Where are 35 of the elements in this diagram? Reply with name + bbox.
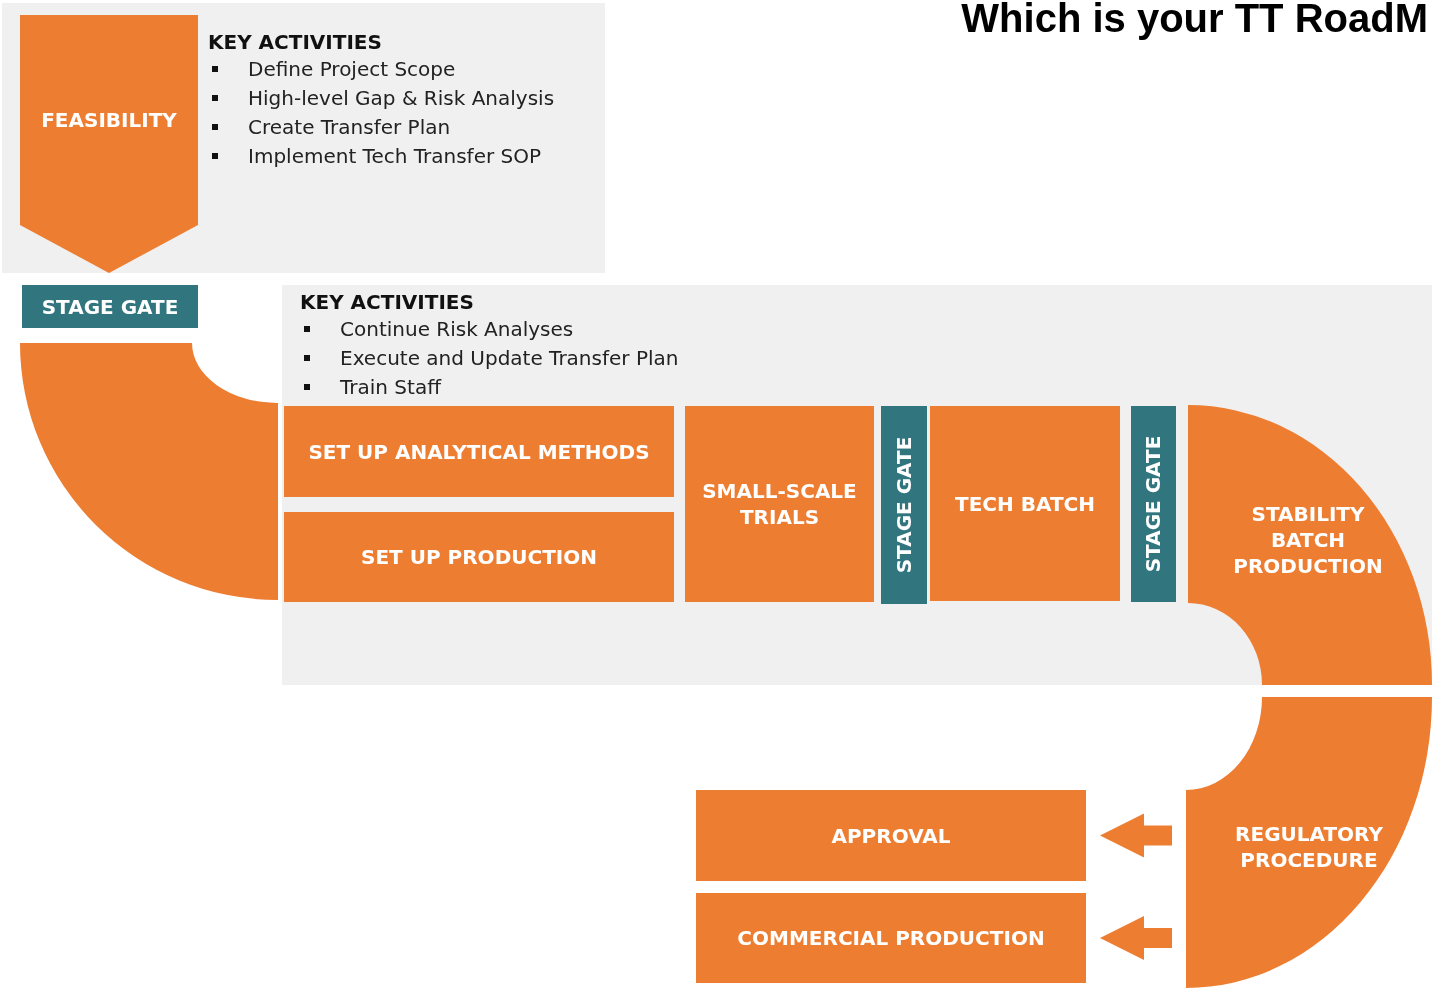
shape-label: REGULATORY PROCEDURE xyxy=(1234,821,1384,873)
panel-heading: KEY ACTIVITIES xyxy=(208,30,382,54)
box-label: STAGE GATE xyxy=(891,436,917,574)
stage-gate-box xyxy=(1131,406,1176,602)
box-label: TECH BATCH xyxy=(954,490,1096,517)
box-label: STAGE GATE xyxy=(40,293,180,320)
process-box xyxy=(696,790,1086,881)
box-label: STAGE GATE xyxy=(1140,435,1167,573)
box-label: COMMERCIAL PRODUCTION xyxy=(736,925,1046,951)
process-box xyxy=(696,893,1086,983)
block-arrow xyxy=(1100,916,1172,960)
process-box xyxy=(284,406,674,497)
box-label: SET UP PRODUCTION xyxy=(360,544,598,570)
activity-item: Create Transfer Plan xyxy=(248,115,451,139)
panel-heading: KEY ACTIVITIES xyxy=(300,290,474,314)
stage-gate-box xyxy=(881,406,927,604)
stage-gate-box xyxy=(22,285,198,328)
process-box xyxy=(685,406,874,602)
activity-item: Continue Risk Analyses xyxy=(340,317,574,341)
activity-item: Implement Tech Transfer SOP xyxy=(248,144,542,168)
activity-item: Train Staff xyxy=(340,375,441,399)
shape-label: STABILITY BATCH PRODUCTION xyxy=(1232,501,1384,579)
process-box xyxy=(284,512,674,602)
activity-item: Execute and Update Transfer Plan xyxy=(340,346,679,370)
activity-panel xyxy=(282,285,1432,685)
box-label: SET UP ANALYTICAL METHODS xyxy=(307,438,651,465)
activity-panel xyxy=(2,3,605,273)
block-arrow xyxy=(1100,813,1172,858)
title: Which is your TT RoadM xyxy=(961,0,1428,41)
activity-item: High-level Gap & Risk Analysis xyxy=(248,86,555,110)
activity-item: Define Project Scope xyxy=(248,57,456,81)
shape-label: FEASIBILITY xyxy=(41,107,177,133)
process-box xyxy=(930,406,1120,601)
box-label: APPROVAL xyxy=(830,822,952,849)
box-label: SMALL-SCALE TRIALS xyxy=(701,478,858,530)
